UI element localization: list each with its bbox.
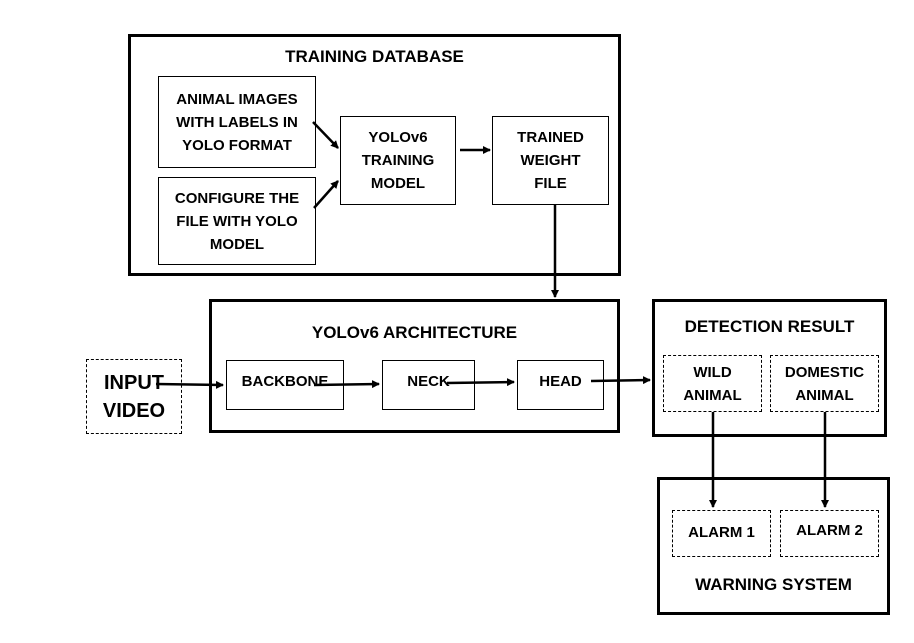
yolov6-training-model-box: YOLOv6 TRAINING MODEL bbox=[340, 116, 456, 205]
neck-box: NECK bbox=[382, 360, 475, 410]
trained-weight-file-box: TRAINED WEIGHT FILE bbox=[492, 116, 609, 205]
arrow-config-to-training bbox=[313, 180, 339, 209]
wild-animal-box: WILD ANIMAL bbox=[663, 355, 762, 412]
alarm-1-box: ALARM 1 bbox=[672, 510, 771, 557]
detection-result-title: DETECTION RESULT bbox=[684, 317, 855, 336]
arrow-head-to-detection bbox=[590, 376, 651, 385]
yolov6-architecture-title: YOLOv6 ARCHITECTURE bbox=[311, 323, 518, 342]
arrow-images-to-training bbox=[312, 121, 339, 149]
alarm-2-box: ALARM 2 bbox=[780, 510, 879, 557]
domestic-animal-box: DOMESTIC ANIMAL bbox=[770, 355, 879, 412]
arrow-neck-to-head bbox=[446, 378, 515, 387]
input-video-box: INPUT VIDEO bbox=[86, 359, 182, 434]
animal-images-box: ANIMAL IMAGES WITH LABELS IN YOLO FORMAT bbox=[158, 76, 316, 168]
configure-file-box: CONFIGURE THE FILE WITH YOLO MODEL bbox=[158, 177, 316, 265]
head-box: HEAD bbox=[517, 360, 604, 410]
training-database-title: TRAINING DATABASE bbox=[285, 47, 464, 66]
arrow-input-to-backbone bbox=[155, 380, 224, 389]
arrow-backbone-to-neck bbox=[313, 380, 380, 389]
warning-system-title: WARNING SYSTEM bbox=[695, 575, 852, 594]
